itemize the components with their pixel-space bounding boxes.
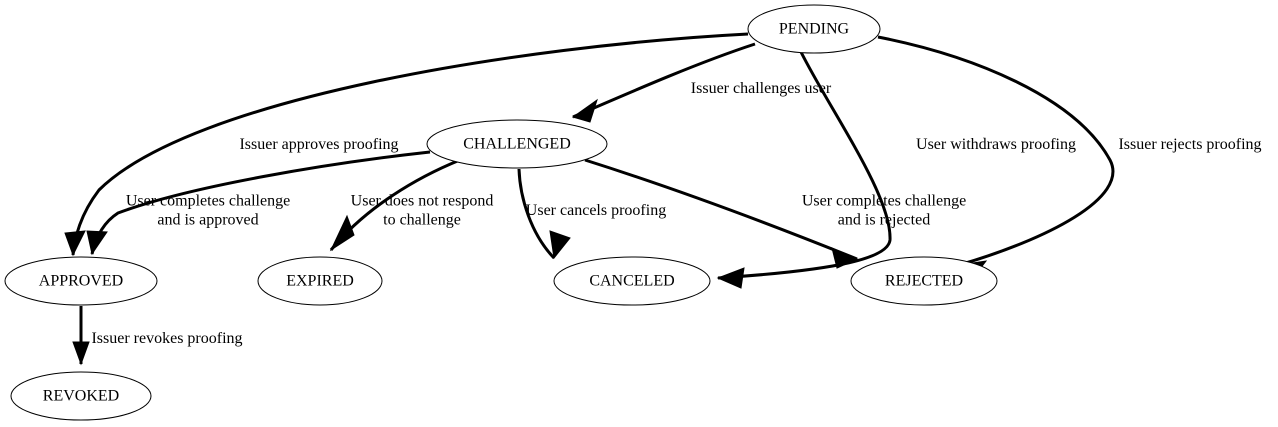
node-label-rejected: REJECTED bbox=[885, 273, 963, 290]
node-label-revoked: REVOKED bbox=[43, 388, 119, 405]
edge-line-challenged-canceled bbox=[517, 168, 556, 260]
node-label-expired: EXPIRED bbox=[286, 273, 354, 290]
arrowhead-icon bbox=[571, 98, 598, 123]
edge-label-pending-rejected: Issuer rejects proofing bbox=[1118, 136, 1261, 153]
edge-line-pending-approved bbox=[71, 32, 749, 256]
node-rejected[interactable]: REJECTED bbox=[850, 256, 998, 306]
edge-pending-rejected bbox=[877, 35, 1115, 279]
arrowhead-icon bbox=[831, 247, 859, 269]
edge-challenged-canceled bbox=[517, 168, 571, 260]
edge-pending-approved bbox=[64, 32, 749, 257]
edge-line-challenged-rejected bbox=[584, 158, 858, 261]
arrowhead-icon bbox=[716, 267, 745, 289]
node-expired[interactable]: EXPIRED bbox=[257, 256, 383, 306]
arrowhead-icon bbox=[549, 230, 571, 260]
node-revoked[interactable]: REVOKED bbox=[10, 371, 152, 421]
edge-line-pending-rejected bbox=[877, 35, 1115, 267]
node-shape-canceled[interactable] bbox=[553, 256, 711, 306]
edge-label-challenged-canceled: User cancels proofing bbox=[526, 202, 666, 219]
node-shape-pending[interactable] bbox=[747, 4, 881, 54]
edge-line-pending-canceled bbox=[717, 51, 892, 280]
edge-approved-revoked bbox=[72, 306, 90, 366]
nodes-layer: PENDING CHALLENGED APPROVED EXPIRED CANCELED… bbox=[4, 4, 998, 421]
edge-pending-challenged bbox=[571, 42, 756, 123]
edge-label-pending-canceled: User withdraws proofing bbox=[916, 136, 1076, 153]
node-canceled[interactable]: CANCELED bbox=[553, 256, 711, 306]
edge-line-challenged-approved bbox=[90, 150, 431, 255]
node-label-pending: PENDING bbox=[779, 21, 850, 38]
node-shape-revoked[interactable] bbox=[10, 371, 152, 421]
edge-challenged-expired bbox=[329, 158, 461, 252]
arrowhead-icon bbox=[329, 214, 355, 252]
arrowhead-icon bbox=[64, 230, 86, 257]
node-shape-rejected[interactable] bbox=[850, 256, 998, 306]
edge-challenged-approved bbox=[86, 150, 431, 256]
arrowhead-icon bbox=[86, 230, 108, 256]
node-label-approved: APPROVED bbox=[39, 273, 123, 290]
node-shape-challenged[interactable] bbox=[426, 119, 608, 169]
node-challenged[interactable]: CHALLENGED bbox=[426, 119, 608, 169]
node-approved[interactable]: APPROVED bbox=[4, 256, 158, 306]
node-shape-approved[interactable] bbox=[4, 256, 158, 306]
edge-label-pending-approved: Issuer approves proofing bbox=[239, 136, 398, 153]
node-label-canceled: CANCELED bbox=[589, 273, 674, 290]
node-pending[interactable]: PENDING bbox=[747, 4, 881, 54]
edge-label-pending-challenged: Issuer challenges user bbox=[691, 80, 832, 97]
arrowhead-icon bbox=[72, 341, 90, 366]
edge-pending-canceled bbox=[716, 51, 892, 289]
edge-line-pending-challenged bbox=[572, 42, 756, 119]
node-label-challenged: CHALLENGED bbox=[463, 136, 571, 153]
node-shape-expired[interactable] bbox=[257, 256, 383, 306]
edge-label-approved-revoked: Issuer revokes proofing bbox=[91, 330, 242, 347]
edge-challenged-rejected bbox=[584, 158, 859, 269]
